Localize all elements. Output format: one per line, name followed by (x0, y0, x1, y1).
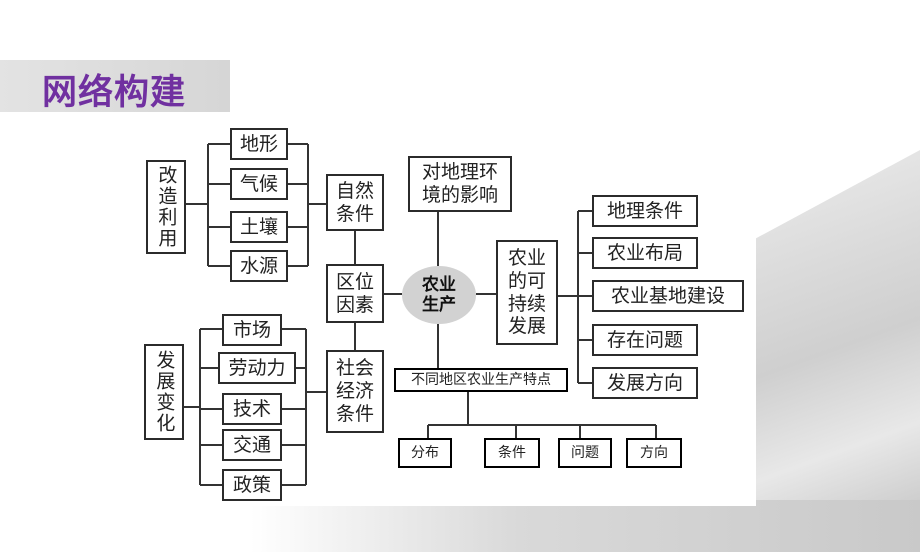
socioeconomic-conditions-box: 社会 经济 条件 (326, 350, 384, 433)
title-band (0, 60, 230, 112)
factor-labor: 劳动力 (218, 352, 296, 384)
regional-item-problems: 问题 (558, 438, 612, 468)
sustain-item-layout: 农业布局 (592, 237, 698, 269)
factor-transport: 交通 (222, 429, 282, 461)
factor-climate: 气候 (230, 168, 288, 200)
regional-features-box: 不同地区农业生产特点 (394, 368, 568, 392)
factor-policy: 政策 (222, 469, 282, 501)
natural-conditions-box: 自然 条件 (326, 174, 384, 231)
factor-water: 水源 (230, 250, 288, 282)
group-label-social: 发展变化 (144, 344, 184, 440)
sustain-item-base-construction: 农业基地建设 (592, 280, 744, 312)
regional-item-conditions: 条件 (484, 438, 540, 468)
sustain-item-geo-conditions: 地理条件 (592, 195, 698, 227)
background-shade (250, 500, 920, 552)
sustain-item-problems: 存在问题 (592, 324, 698, 356)
group-label-natural: 改造利用 (146, 160, 186, 254)
regional-item-direction: 方向 (626, 438, 682, 468)
page-title: 网络构建 (42, 73, 187, 113)
location-factors-box: 区位 因素 (326, 264, 384, 323)
impact-box: 对地理环 境的影响 (408, 156, 512, 212)
regional-item-distribution: 分布 (398, 438, 452, 468)
center-node: 农业 生产 (402, 266, 476, 324)
factor-technology: 技术 (222, 393, 282, 425)
factor-terrain: 地形 (230, 128, 288, 160)
sustainable-development-box: 农业 的可 持续 发展 (496, 240, 558, 345)
factor-market: 市场 (222, 314, 282, 346)
sustain-item-direction: 发展方向 (592, 367, 698, 399)
factor-soil: 土壤 (230, 211, 288, 243)
